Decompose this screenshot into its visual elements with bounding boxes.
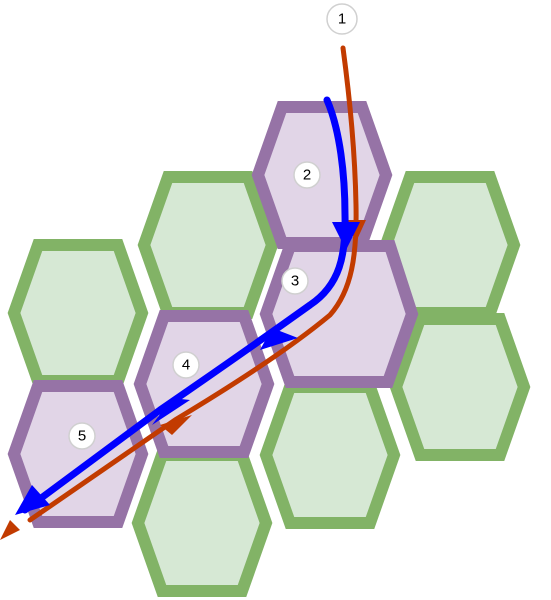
blue-path	[21, 96, 349, 514]
badge-3: 3	[281, 267, 309, 295]
badge-2: 2	[293, 161, 321, 189]
hex-green	[131, 449, 273, 597]
badge-label-2: 2	[303, 167, 311, 184]
blue-arrowhead-4	[152, 398, 190, 425]
hex-purple-4	[133, 310, 275, 458]
badge-label-5: 5	[78, 428, 86, 445]
badge-5: 5	[68, 422, 96, 450]
hex-green	[7, 239, 149, 387]
red-arrowhead-lower	[160, 415, 192, 435]
badge-4: 4	[172, 351, 200, 379]
blue-arrowhead-2	[332, 222, 360, 250]
hex-green	[389, 313, 531, 461]
hex-green	[137, 171, 279, 319]
badge-1: 1	[326, 3, 358, 35]
badge-label-1: 1	[338, 11, 346, 28]
badge-label-4: 4	[182, 357, 190, 374]
hex-green	[259, 381, 401, 529]
hex-purple-5	[7, 380, 149, 528]
blue-path-group	[15, 96, 360, 515]
blue-arrowhead-3	[260, 328, 298, 350]
red-path	[27, 45, 359, 523]
blue-arrowhead-5	[15, 485, 50, 515]
badge-label-3: 3	[291, 273, 299, 290]
hex-purple-2	[251, 101, 393, 249]
red-arrowhead-end	[0, 520, 20, 540]
